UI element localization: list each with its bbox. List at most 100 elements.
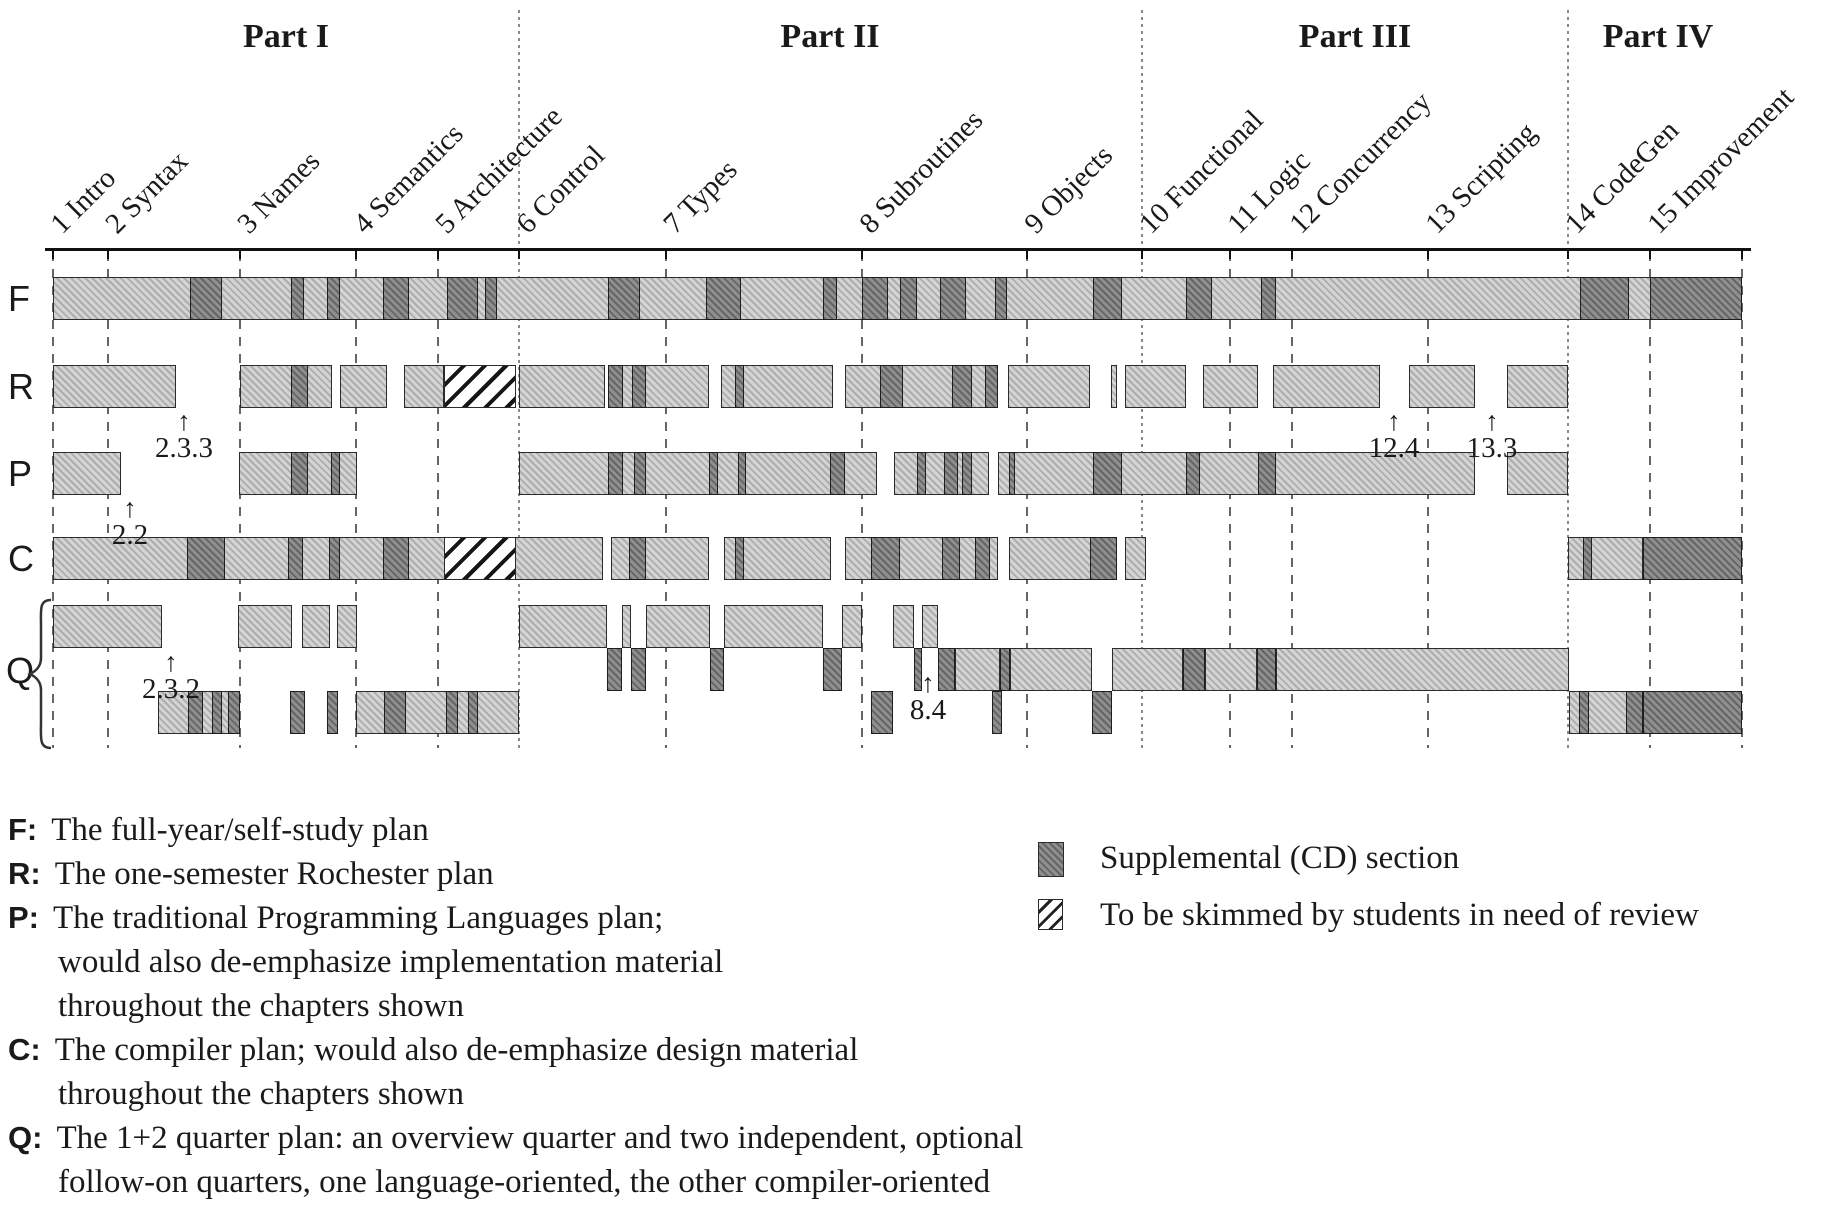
bar-segment-dark xyxy=(1092,691,1112,734)
bar-segment-light xyxy=(53,277,1742,320)
key-text: throughout the chapters shown xyxy=(58,1076,465,1112)
bar-segment-light xyxy=(519,452,877,495)
key-prefix: F: xyxy=(8,812,38,847)
bar-segment-light xyxy=(998,452,1475,495)
bar-segment-dark xyxy=(938,648,955,691)
bar-segment-dark xyxy=(1650,277,1742,320)
bar-segment-dark xyxy=(288,537,303,580)
bar-segment-dark xyxy=(607,648,622,691)
annotation-arrow: ↑ xyxy=(164,647,178,677)
bar-segment-light xyxy=(922,605,938,648)
key-text: throughout the chapters shown xyxy=(58,988,465,1024)
axis-tick xyxy=(1026,251,1028,259)
bar-segment-dark xyxy=(917,452,926,495)
chapter-boundary-line xyxy=(52,252,54,748)
bar-segment-dark xyxy=(290,691,305,734)
annotation-text: 2.3.2 xyxy=(142,673,200,705)
annotation-text: 2.2 xyxy=(111,519,149,551)
bar-segment-light xyxy=(845,365,998,408)
chapter-boundary-line xyxy=(1427,252,1429,748)
bar-segment-dark xyxy=(187,537,225,580)
legend-swatch-skim xyxy=(1038,899,1063,930)
annotation-arrow: ↑ xyxy=(1485,406,1499,436)
chapter-boundary-line xyxy=(1026,252,1028,748)
chapter-label: 3 Names xyxy=(231,145,327,240)
bar-segment-dark xyxy=(1093,452,1122,495)
bar-segment-dark xyxy=(975,537,990,580)
bar-segment-dark xyxy=(329,537,340,580)
bar-segment-dark xyxy=(914,648,922,691)
chapter-boundary-line xyxy=(239,252,241,748)
bar-segment-dark xyxy=(944,452,958,495)
row-label-R: R xyxy=(8,366,34,407)
chapter-label: 13 Scripting xyxy=(1419,116,1543,240)
chapter-boundary-line xyxy=(355,252,357,748)
bar-segment-light xyxy=(724,605,823,648)
bar-segment-dark xyxy=(823,648,842,691)
bar-segment-light xyxy=(1112,648,1183,691)
bar-segment-dark xyxy=(1258,452,1276,495)
bar-segment-dark xyxy=(1186,452,1200,495)
chapter-label: 9 Objects xyxy=(1018,139,1120,240)
key-prefix: Q: xyxy=(8,1120,43,1155)
chapter-label: 8 Subroutines xyxy=(853,104,990,240)
axis-tick xyxy=(1427,251,1429,259)
annotation-arrow: ↑ xyxy=(921,668,935,698)
bar-segment-dark xyxy=(1090,537,1117,580)
chapter-label: 7 Types xyxy=(657,153,744,240)
bar-segment-dark xyxy=(940,277,966,320)
bar-segment-dark xyxy=(446,691,458,734)
axis-tick xyxy=(861,251,863,259)
annotation-arrow: ↑ xyxy=(177,406,191,436)
axis-tick xyxy=(1649,251,1651,259)
axis-tick xyxy=(1741,251,1743,259)
bar-segment-light xyxy=(1507,452,1568,495)
part-label: Part IV xyxy=(1602,18,1714,55)
legend-label: To be skimmed by students in need of rev… xyxy=(1100,897,1699,933)
axis-tick xyxy=(52,251,54,259)
bar-segment-light xyxy=(404,365,444,408)
chapter-boundary-line xyxy=(1291,252,1293,748)
annotation-text: 12.4 xyxy=(1368,432,1420,464)
bar-segment-light xyxy=(337,605,357,648)
chapter-boundary-line xyxy=(1741,252,1743,748)
bar-segment-light xyxy=(240,365,332,408)
key-line: would also de-emphasize implementation m… xyxy=(58,944,723,980)
chapter-boundary-line xyxy=(861,252,863,748)
axis-tick xyxy=(665,251,667,259)
key-prefix: C: xyxy=(8,1032,41,1067)
axis-tick xyxy=(1291,251,1293,259)
bar-segment-light xyxy=(894,452,989,495)
bar-segment-light xyxy=(842,605,862,648)
bar-segment-dark xyxy=(383,277,409,320)
axis-tick xyxy=(437,251,439,259)
bar-segment-light xyxy=(1205,648,1257,691)
part-label: Part II xyxy=(780,18,880,55)
bar-segment-dark xyxy=(331,452,340,495)
legend-label: Supplemental (CD) section xyxy=(1100,840,1460,876)
bar-segment-light xyxy=(845,537,998,580)
bar-segment-skim xyxy=(444,537,516,580)
bar-segment-dark xyxy=(1583,537,1592,580)
bar-segment-light xyxy=(1276,648,1569,691)
bar-segment-dark xyxy=(629,537,646,580)
q-brace-glyph xyxy=(27,598,52,750)
chapter-boundary-line xyxy=(1649,252,1651,748)
bar-segment-light xyxy=(53,365,176,408)
key-text: The 1+2 quarter plan: an overview quarte… xyxy=(56,1120,1024,1156)
key-line: C:The compiler plan; would also de-empha… xyxy=(8,1032,858,1068)
key-line: throughout the chapters shown xyxy=(58,1076,464,1112)
bar-segment-dark xyxy=(738,452,746,495)
bar-segment-dark xyxy=(608,277,640,320)
chapter-boundary-line xyxy=(665,252,667,748)
bar-segment-dark xyxy=(1009,452,1015,495)
bar-segment-dark xyxy=(468,691,478,734)
bar-segment-light xyxy=(1203,365,1258,408)
bar-segment-dark xyxy=(862,277,888,320)
row-label-F: F xyxy=(8,278,30,319)
bar-segment-dark xyxy=(291,452,308,495)
bar-segment-light xyxy=(1568,537,1643,580)
bar-segment-dark xyxy=(871,691,893,734)
bar-segment-dark xyxy=(735,365,744,408)
